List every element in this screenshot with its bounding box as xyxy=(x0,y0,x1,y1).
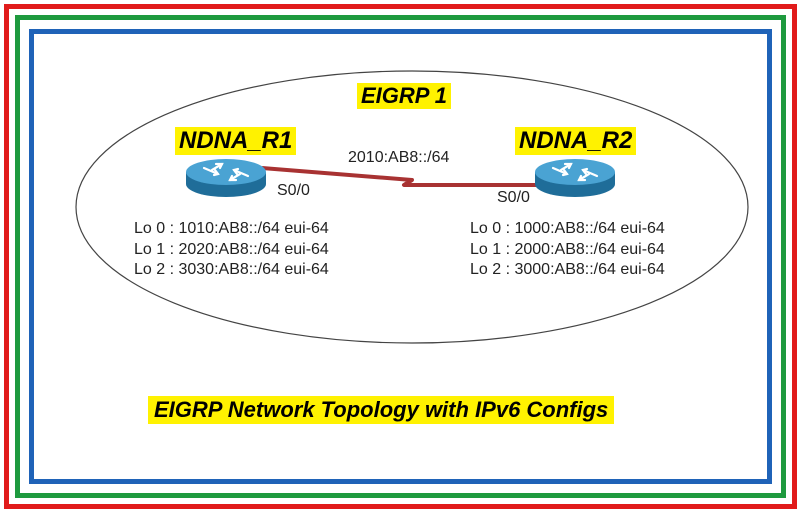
eigrp-as-label: EIGRP 1 xyxy=(357,83,451,109)
router-r1-icon xyxy=(186,159,266,197)
router-r2-loopbacks: Lo 0 : 1000:AB8::/64 eui-64 Lo 1 : 2000:… xyxy=(470,219,665,281)
router-r1-interface: S0/0 xyxy=(277,182,310,199)
loopback-entry: Lo 2 : 3030:AB8::/64 eui-64 xyxy=(134,261,329,278)
loopback-entry: Lo 0 : 1010:AB8::/64 eui-64 xyxy=(134,220,329,237)
loopback-entry: Lo 2 : 3000:AB8::/64 eui-64 xyxy=(470,261,665,278)
inner-border xyxy=(29,29,772,484)
router-r2-interface: S0/0 xyxy=(497,189,530,206)
eigrp-domain-ellipse xyxy=(75,70,749,344)
loopback-entry: Lo 1 : 2000:AB8::/64 eui-64 xyxy=(470,240,665,258)
router-r1-loopbacks: Lo 0 : 1010:AB8::/64 eui-64 Lo 1 : 2020:… xyxy=(134,219,329,281)
link-network-label: 2010:AB8::/64 xyxy=(348,149,450,166)
diagram-caption: EIGRP Network Topology with IPv6 Configs xyxy=(148,396,615,424)
serial-link xyxy=(261,166,548,187)
router-r1-name: NDNA_R1 xyxy=(175,127,297,155)
loopback-entry: Lo 0 : 1000:AB8::/64 eui-64 xyxy=(470,220,665,237)
router-r2-icon xyxy=(535,159,615,197)
loopback-entry: Lo 1 : 2020:AB8::/64 eui-64 xyxy=(134,240,329,258)
router-r2-name: NDNA_R2 xyxy=(515,127,637,155)
middle-border xyxy=(15,15,786,498)
outer-border xyxy=(4,4,797,509)
